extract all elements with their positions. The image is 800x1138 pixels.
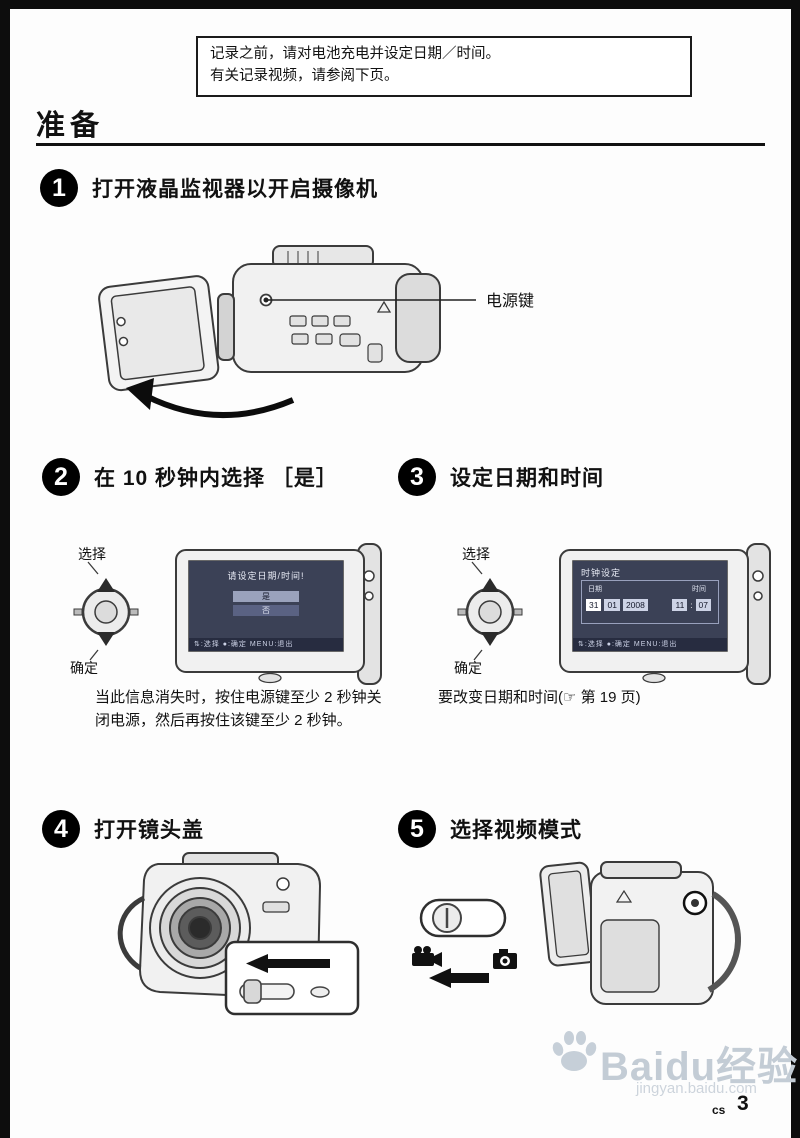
lens-cover-inset xyxy=(224,940,360,1016)
notice-box: 记录之前，请对电池充电并设定日期／时间。 有关记录视频，请参阅下页。 xyxy=(196,36,692,97)
step-2-title: 在 10 秒钟内选择 ［是］ xyxy=(94,467,338,490)
step-5-header: 5 选择视频模式 xyxy=(398,810,582,848)
step-5-badge: 5 xyxy=(398,810,436,848)
step-4-title: 打开镜头盖 xyxy=(94,819,204,842)
still-mode-icon xyxy=(493,949,517,969)
step-3-header: 3 设定日期和时间 xyxy=(398,458,604,496)
step-1-badge: 1 xyxy=(40,169,78,207)
date-year-value: 2008 xyxy=(622,599,648,611)
step-1-header: 1 打开液晶监视器以开启摄像机 xyxy=(40,169,378,207)
power-key-callout: 电源键 xyxy=(263,292,534,310)
lens-cover-switch xyxy=(239,979,330,1004)
joystick-icon xyxy=(457,561,523,661)
date-label: 日期 xyxy=(588,586,602,593)
page-border-left xyxy=(0,0,10,1138)
notice-line-2: 有关记录视频，请参阅下页。 xyxy=(210,67,399,84)
screen-footer: ⇅:选择 ●:确定 MENU:退出 xyxy=(573,638,727,651)
step-5-title: 选择视频模式 xyxy=(450,819,582,842)
step-2-header: 2 在 10 秒钟内选择 ［是］ xyxy=(42,458,338,496)
mode-switch-closeup xyxy=(412,898,517,988)
open-lcd-panel xyxy=(98,275,220,392)
page-border-right xyxy=(791,0,800,1138)
watermark-url: jingyan.baidu.com xyxy=(636,1080,757,1097)
select-label: 选择 xyxy=(78,546,106,562)
power-key-label: 电源键 xyxy=(486,292,534,310)
step-2-illustration: 选择 确定 请设定日期/时间! 是 否 ⇅:选择 ●:确定 MENU:退出 xyxy=(28,540,383,690)
front-camcorder-illustration xyxy=(117,852,360,1016)
date-month-value: 01 xyxy=(604,599,620,611)
screen-title: 请设定日期/时间! xyxy=(227,571,305,581)
step-2-badge: 2 xyxy=(42,458,80,496)
time-label: 时间 xyxy=(692,586,706,593)
slide-direction-arrow xyxy=(246,954,330,973)
clock-panel: 日期 时间 31 01 2008 11 : 07 xyxy=(581,580,719,624)
option-no: 否 xyxy=(233,605,299,616)
date-day-value: 31 xyxy=(586,599,602,611)
screen-title: 时钟设定 xyxy=(581,568,622,578)
open-direction-arrowhead xyxy=(126,378,154,410)
step-3-title: 设定日期和时间 xyxy=(450,467,604,490)
step-4-header: 4 打开镜头盖 xyxy=(42,810,204,848)
confirm-label: 确定 xyxy=(70,660,98,676)
camcorder-open-lcd-illustration: 电源键 xyxy=(98,245,534,419)
body-buttons xyxy=(289,315,383,363)
step-3-illustration: 选择 确定 时钟设定 日期 时间 31 01 2008 11 : 07 ⇅: xyxy=(412,540,772,690)
select-label: 选择 xyxy=(462,546,490,562)
section-title-rule xyxy=(36,143,765,146)
clock-setting-screen: 时钟设定 日期 时间 31 01 2008 11 : 07 ⇅:选择 ●:确定 … xyxy=(573,561,727,651)
hand-strap xyxy=(117,895,146,971)
open-lcd-panel xyxy=(539,861,598,967)
notice-line-1: 记录之前，请对电池充电并设定日期／时间。 xyxy=(210,46,500,62)
rear-camcorder xyxy=(539,861,741,1005)
mode-select-illustration xyxy=(412,861,741,1005)
time-minute-value: 07 xyxy=(695,599,711,611)
time-colon: : xyxy=(690,600,693,610)
screen-footer: ⇅:选择 ●:确定 MENU:退出 xyxy=(189,638,343,651)
section-title: 准备 xyxy=(36,110,105,142)
time-hour-value: 11 xyxy=(672,599,688,611)
step-4-badge: 4 xyxy=(42,810,80,848)
open-direction-arrow xyxy=(144,393,295,419)
step-3-note: 要改变日期和时间(☞ 第 19 页) xyxy=(438,689,641,706)
page-border-top xyxy=(0,0,800,9)
mode-slide-arrow xyxy=(429,968,489,988)
step-1-title: 打开液晶监视器以开启摄像机 xyxy=(92,178,378,201)
shoulder-strap xyxy=(707,891,741,993)
confirm-label: 确定 xyxy=(454,660,482,676)
joystick-icon xyxy=(73,561,139,661)
video-mode-icon xyxy=(412,946,442,967)
page-footer-label: cs xyxy=(712,1103,726,1117)
page-number: 3 xyxy=(737,1092,749,1115)
option-yes: 是 xyxy=(233,591,299,602)
date-time-prompt-screen: 请设定日期/时间! 是 否 ⇅:选择 ●:确定 MENU:退出 xyxy=(189,561,343,651)
step-2-note: 当此信息消失时，按住电源键至少 2 秒钟关闭电源，然后再按住该键至少 2 秒钟。 xyxy=(95,689,382,730)
watermark-brand: Baidu经验 xyxy=(600,1045,799,1089)
step-3-badge: 3 xyxy=(398,458,436,496)
baidu-paw-icon xyxy=(552,1031,597,1071)
